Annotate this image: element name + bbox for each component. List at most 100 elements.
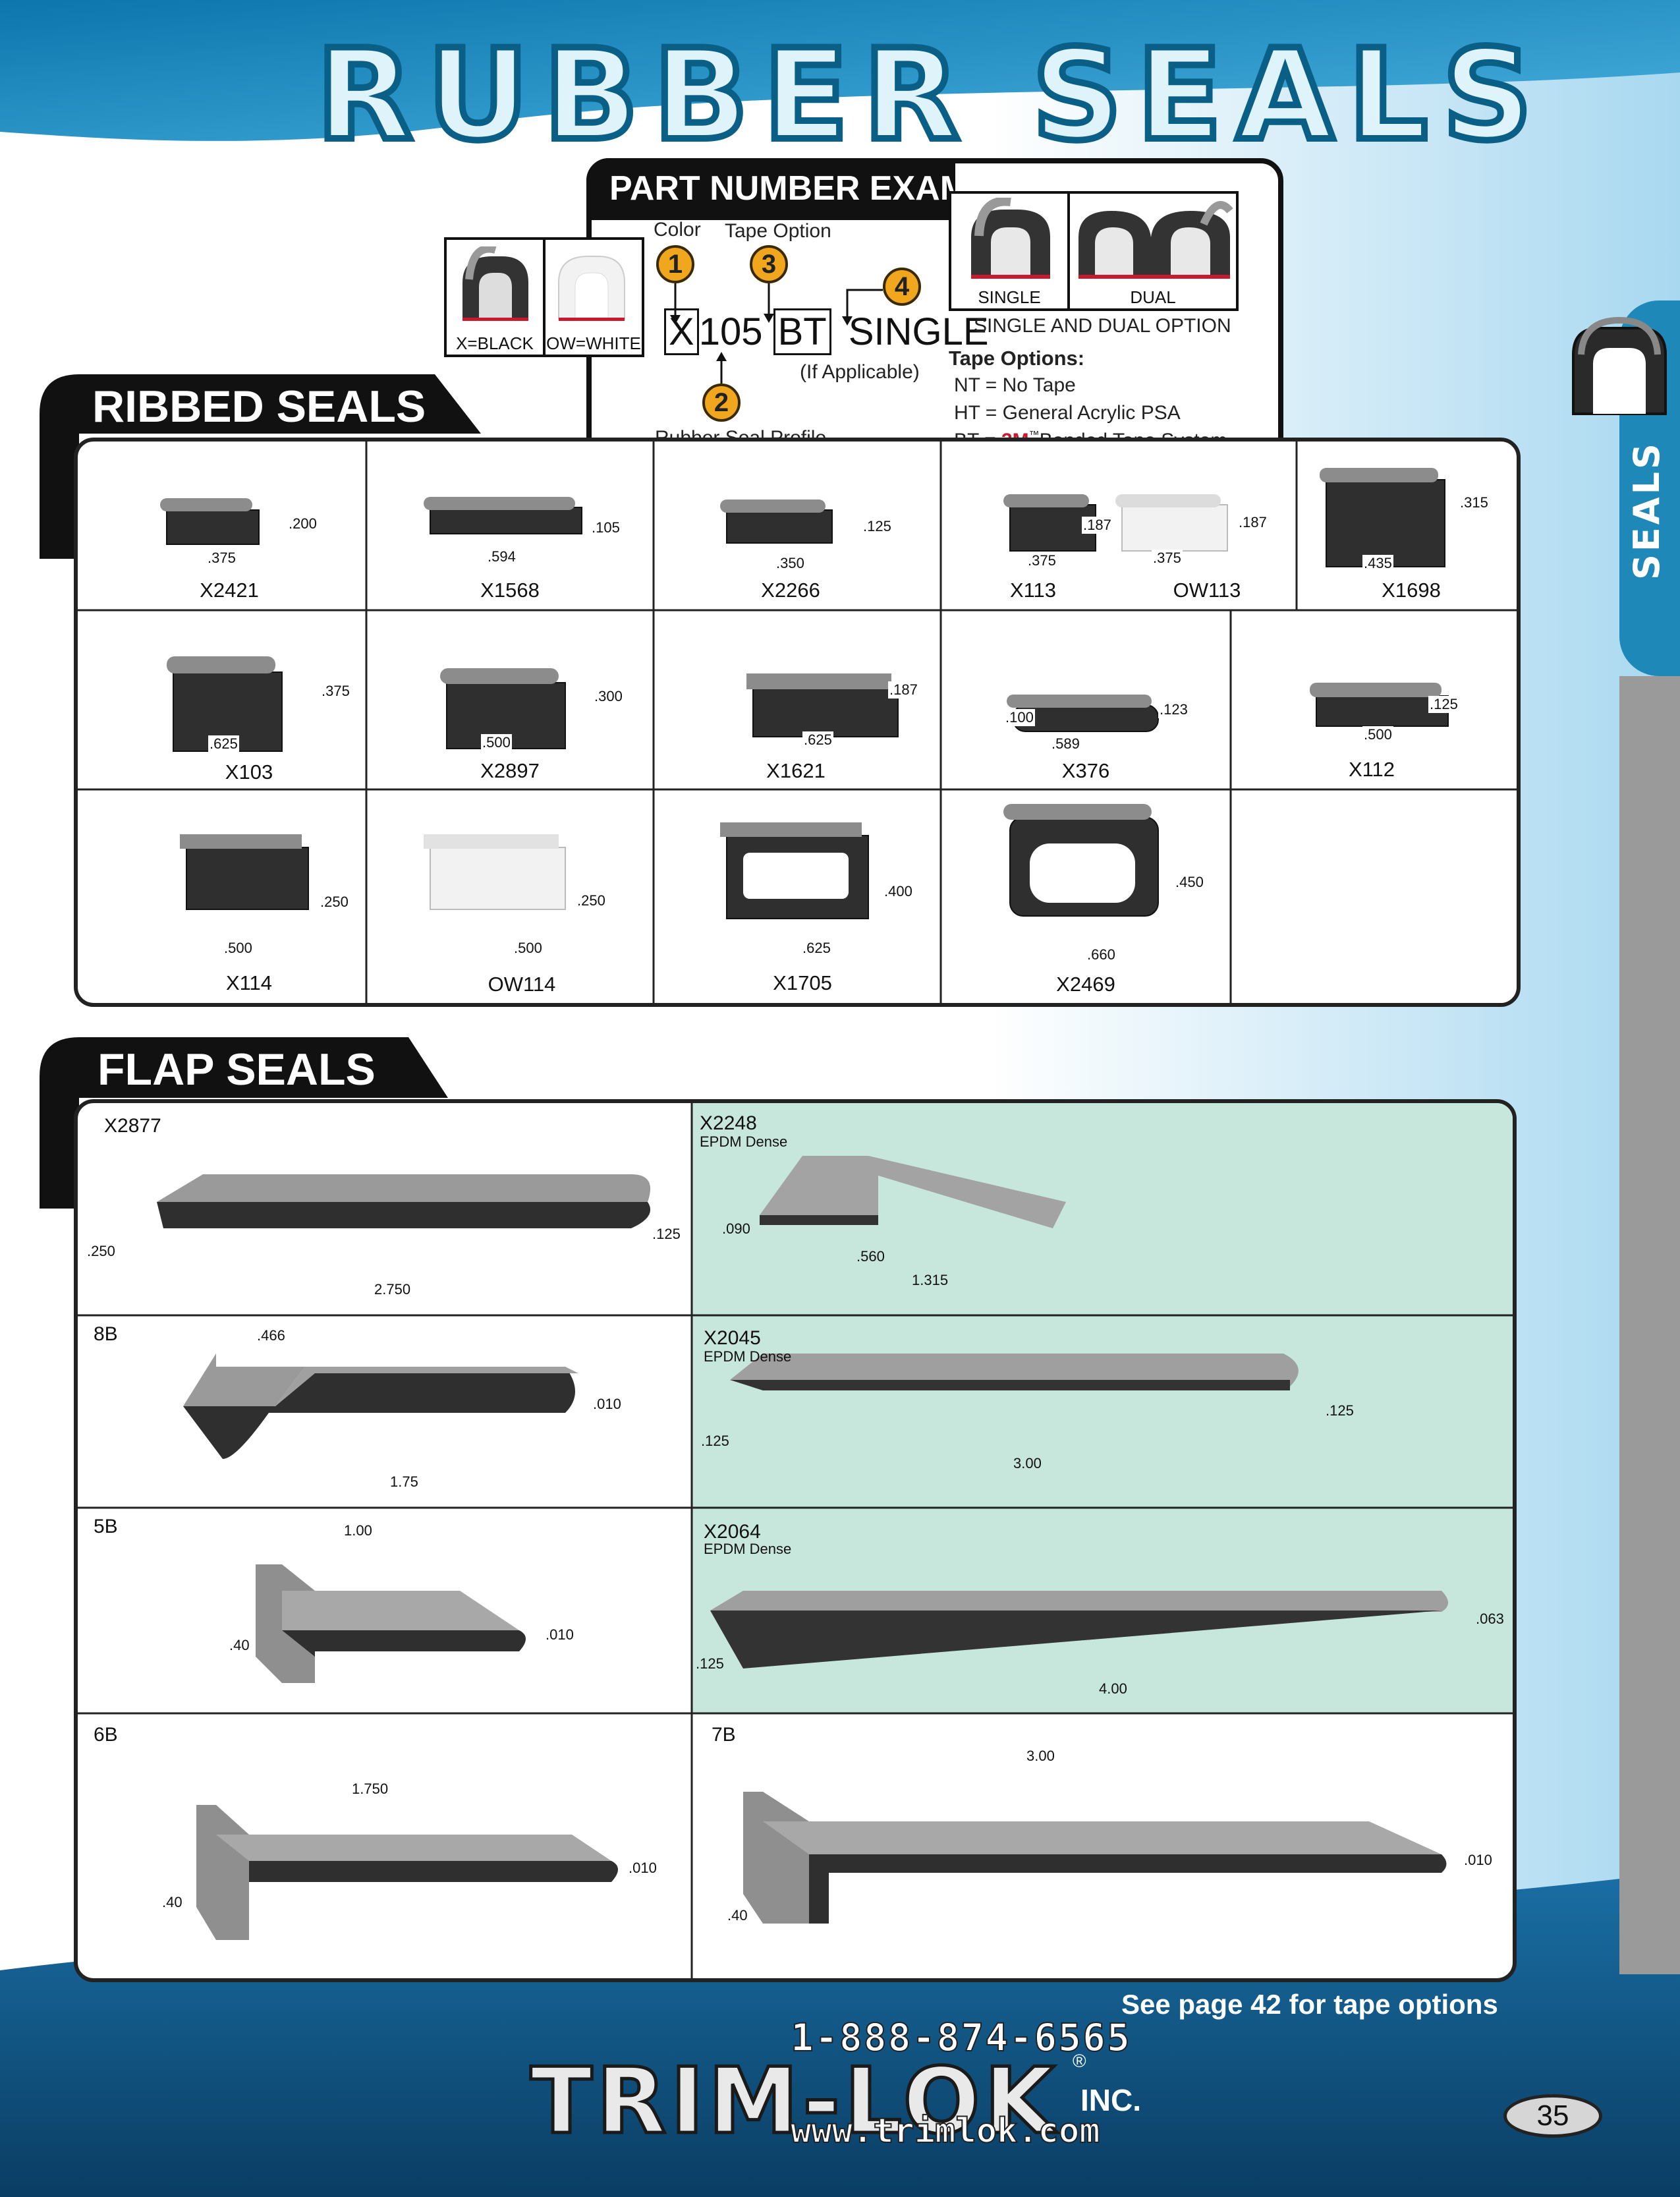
trim-lok-logo: TRIM-LOK xyxy=(529,2047,1059,2156)
website-link[interactable]: www.trimlok.com xyxy=(790,2111,1101,2152)
ribbed-seal-drawings xyxy=(160,468,1449,919)
fdim-x2045-0: .125 xyxy=(701,1433,729,1449)
tape-options-note: See page 42 for tape options xyxy=(1121,1989,1498,2020)
phone-number[interactable]: 1-888-874-6565 xyxy=(790,2014,1131,2061)
fdim-x2045-1: .125 xyxy=(1326,1402,1354,1419)
fdim-8b-1: .010 xyxy=(593,1396,621,1412)
fdim-x2877-2: .125 xyxy=(652,1226,681,1242)
dim-ow114-w: .500 xyxy=(513,940,544,957)
flap-name-6b: 6B xyxy=(94,1724,118,1746)
registered-mark: ® xyxy=(1073,2051,1086,2071)
seal-label-x2897: X2897 xyxy=(480,759,540,782)
fdim-6b-1: .010 xyxy=(629,1860,657,1876)
dim-ow113-w: .375 xyxy=(1152,550,1183,567)
dual-seal-image xyxy=(1078,201,1233,279)
ribbed-grid-lines xyxy=(78,442,1517,1003)
flap-name-5b: 5B xyxy=(94,1516,118,1537)
flap-sub-x2064: EPDM Dense xyxy=(704,1541,792,1557)
fdim-5b-1: .010 xyxy=(546,1626,574,1643)
part-number-example-header xyxy=(586,158,955,220)
dim-x1621-h: .187 xyxy=(888,681,919,699)
seal-label-x103: X103 xyxy=(225,760,273,784)
flap-name-8b: 8B xyxy=(94,1323,118,1345)
fdim-6b-2: .40 xyxy=(162,1894,182,1910)
fdim-5b-2: .40 xyxy=(229,1637,250,1653)
single-seal-image xyxy=(971,198,1050,279)
dual-label: DUAL xyxy=(1130,287,1176,307)
side-tab-label: SEALS xyxy=(1626,441,1667,580)
dim-x103-h: .375 xyxy=(320,683,351,700)
dim-x114-w: .500 xyxy=(223,940,254,957)
dim-x1568-w: .594 xyxy=(486,548,517,565)
if-applicable-label: (If Applicable) xyxy=(800,361,920,383)
code-prefix: X xyxy=(664,308,699,355)
dim-x113-w: .375 xyxy=(1026,552,1057,569)
flap-seals-tab xyxy=(40,1037,448,1209)
color-label: Color xyxy=(654,219,701,241)
dim-x2421-w: .375 xyxy=(206,550,237,567)
fdim-5b-0: 1.00 xyxy=(344,1522,372,1539)
dim-x376-h: .123 xyxy=(1158,701,1189,718)
single-label: SINGLE xyxy=(978,287,1041,307)
flap-sub-x2045: EPDM Dense xyxy=(704,1348,792,1365)
seal-label-ow113: OW113 xyxy=(1173,579,1241,602)
dim-x112-h: .125 xyxy=(1428,696,1459,713)
dim-x1705-w: .625 xyxy=(801,940,832,957)
page-title: RUBBER SEALS xyxy=(313,22,1548,168)
dim-x2469-w: .660 xyxy=(1086,946,1117,963)
seal-label-ow114: OW114 xyxy=(488,973,556,996)
fdim-8b-0: .466 xyxy=(257,1327,285,1344)
seal-label-x1705: X1705 xyxy=(773,971,832,994)
code-tape: BT xyxy=(773,308,831,355)
fdim-7b-2: .40 xyxy=(727,1907,748,1924)
fdim-x2064-1: .125 xyxy=(696,1655,724,1672)
fdim-x2045-2: 3.00 xyxy=(1013,1455,1042,1471)
seal-label-x114: X114 xyxy=(225,971,273,994)
flap-sub-x2248: EPDM Dense xyxy=(700,1133,788,1150)
seal-label-x112: X112 xyxy=(1348,758,1395,781)
flap-name-x2877: X2877 xyxy=(104,1115,161,1137)
dim-x1705-h: .400 xyxy=(883,883,914,900)
flap-name-x2248: X2248 xyxy=(700,1112,757,1134)
code-profile: 105 xyxy=(698,310,763,353)
fdim-6b-0: 1.750 xyxy=(352,1781,389,1797)
code-option: SINGLE xyxy=(848,310,989,353)
seal-label-x1568: X1568 xyxy=(480,579,540,602)
fdim-x2248-1: .560 xyxy=(856,1248,885,1265)
single-dual-thumbnails: SINGLE DUAL xyxy=(949,191,1239,311)
dim-x1698-h: .315 xyxy=(1459,494,1490,511)
seal-label-x2421: X2421 xyxy=(200,579,259,602)
dim-x2266-w: .350 xyxy=(775,555,806,572)
flap-name-x2064: X2064 xyxy=(704,1521,761,1543)
dim-x1621-w: .625 xyxy=(802,731,833,749)
seal-label-x113: X113 xyxy=(1009,579,1057,602)
seal-label-x1698: X1698 xyxy=(1382,579,1441,602)
seal-profile-icon xyxy=(1572,316,1667,415)
flap-drawings xyxy=(78,1103,1513,1978)
fdim-7b-0: 3.00 xyxy=(1026,1748,1055,1764)
step-1-circle: 1 xyxy=(656,245,694,283)
seal-label-x2266: X2266 xyxy=(761,579,820,602)
fdim-x2064-2: 4.00 xyxy=(1099,1680,1127,1697)
flap-name-7b: 7B xyxy=(712,1724,736,1746)
fdim-8b-2: 1.75 xyxy=(390,1473,418,1490)
fdim-x2877-0: .250 xyxy=(87,1243,115,1259)
dim-x2897-w: .500 xyxy=(481,734,512,751)
step-2-circle: 2 xyxy=(702,384,741,422)
dim-x2421-h: .200 xyxy=(287,515,318,532)
step-4-circle: 4 xyxy=(883,268,921,306)
ow114-seal xyxy=(430,847,566,910)
flap-seals-panel: X2877 .250 2.750 .125 X2248 EPDM Dense .… xyxy=(74,1099,1517,1982)
dim-x103-w: .625 xyxy=(208,735,239,753)
seal-label-x1621: X1621 xyxy=(766,759,826,782)
white-seal-image xyxy=(558,256,625,321)
fdim-x2877-1: 2.750 xyxy=(374,1281,411,1298)
flap-name-x2045: X2045 xyxy=(704,1327,761,1349)
fdim-x2248-0: .090 xyxy=(722,1220,750,1237)
dim-x112-w: .500 xyxy=(1362,726,1393,743)
color-white-label: OW=WHITE xyxy=(546,333,641,353)
ribbed-seals-panel: X2421 .375 .200 X1568 .594 .105 X2266 .3… xyxy=(74,438,1521,1007)
flap-seals-title: FLAP SEALS xyxy=(98,1044,376,1095)
side-strip xyxy=(1619,676,1680,1974)
